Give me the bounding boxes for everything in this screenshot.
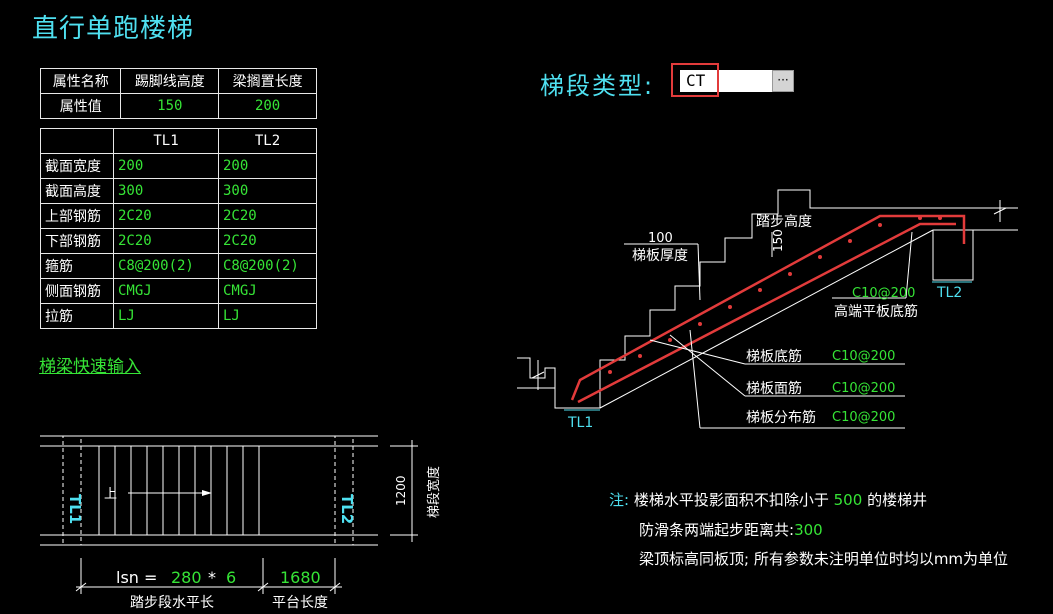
tl2-cell[interactable]: LJ (218, 303, 317, 329)
note-line-2-text: 防滑条两端起步距离共: (639, 521, 795, 539)
note-line-2-value[interactable]: 300 (794, 521, 823, 539)
page-title: 直行单跑楼梯 (32, 14, 195, 44)
lsn-step-value: 280 (171, 568, 202, 587)
slab-bottom-rebar (570, 214, 966, 401)
face-bar-label: 梯板面筋 (746, 380, 802, 397)
lsn-times: * (208, 568, 216, 587)
lsn-count: 6 (226, 568, 236, 587)
attribute-table: 属性名称 踢脚线高度 梁搁置长度 属性值 150 200 (39, 68, 317, 119)
step-height-label: 踏步高度 (756, 213, 812, 230)
plan-tl2-label: TL2 (338, 494, 356, 524)
plan-width-value: 1200 (394, 475, 408, 506)
note-line-1-value[interactable]: 500 (833, 491, 863, 509)
slab-thickness-value: 100 (648, 231, 673, 246)
beam-length-value[interactable]: 200 (218, 93, 317, 119)
beam-header-tl2: TL2 (218, 128, 317, 154)
beam-row-label: 箍筋 (40, 253, 114, 279)
tl1-cell[interactable]: 2C20 (113, 228, 219, 254)
beam-table: TL1 TL2 截面宽度 200 200 截面高度 300 300 上部钢筋 2… (40, 128, 317, 329)
note-line-3: 梁顶标高同板顶; 所有参数未注明单位时均以mm为单位 (639, 550, 1009, 568)
slab-thickness-label: 梯板厚度 (632, 248, 688, 264)
tl1-cell[interactable]: 300 (113, 178, 219, 204)
tl2-cell[interactable]: C8@200(2) (218, 253, 317, 279)
tl2-cell[interactable]: 2C20 (218, 228, 317, 254)
platform-length-label: 平台长度 (272, 595, 328, 611)
dist-bar-label: 梯板分布筋 (746, 409, 816, 426)
note-prefix: 注: (609, 491, 630, 509)
beam-header-tl1: TL1 (113, 128, 219, 154)
section-tl2-label: TL2 (936, 285, 962, 301)
tl1-cell[interactable]: LJ (113, 303, 219, 329)
note-line-2: 防滑条两端起步距离共:300 (639, 519, 823, 540)
plan-width-label: 梯段宽度 (426, 466, 442, 518)
segment-type-input[interactable]: CT (680, 70, 772, 92)
tl1-cell[interactable]: CMGJ (113, 278, 219, 304)
plan-tl1-label: TL1 (66, 494, 84, 524)
attr-header-beam-length: 梁搁置长度 (218, 68, 317, 94)
step-height-value: 150 (771, 229, 785, 252)
plan-up-label: 上 (104, 487, 117, 502)
tl2-cell[interactable]: 300 (218, 178, 317, 204)
note-line-1: 注: 楼梯水平投影面积不扣除小于 500 的楼梯井 (609, 489, 927, 510)
slab-top-rebar (577, 222, 956, 404)
segment-type-highlight (671, 63, 719, 97)
note-line-1-text-b: 的楼梯井 (867, 491, 928, 509)
top-bottom-bar-label: 高端平板底筋 (834, 303, 918, 320)
segment-type-more-button[interactable]: ··· (772, 70, 794, 92)
bottom-bar-value: C10@200 (832, 349, 895, 364)
bottom-bar-label: 梯板底筋 (746, 348, 802, 365)
attr-header-kick-height: 踢脚线高度 (120, 68, 220, 94)
dist-bar-value: C10@200 (832, 410, 895, 425)
top-bottom-bar-value: C10@200 (852, 286, 915, 301)
beam-quick-input-link[interactable]: 梯梁快速输入 (39, 357, 141, 377)
beam-row-label: 拉筋 (40, 303, 114, 329)
stair-steps-outline (517, 189, 1018, 409)
segment-type-label: 梯段类型: (540, 72, 655, 100)
tl1-cell[interactable]: 200 (113, 153, 219, 179)
face-bar-value: C10@200 (832, 381, 895, 396)
beam-row-label: 截面高度 (40, 178, 114, 204)
attr-header-name: 属性名称 (39, 68, 122, 94)
beam-row-label: 下部钢筋 (40, 228, 114, 254)
horizontal-length-label: 踏步段水平长 (130, 595, 214, 611)
attr-row-label: 属性值 (39, 93, 122, 119)
lsn-prefix: lsn = (116, 568, 157, 587)
platform-length-value: 1680 (280, 568, 321, 587)
section-tl1-label: TL1 (567, 415, 593, 431)
kick-height-value[interactable]: 150 (120, 93, 220, 119)
note-line-1-text-a: 楼梯水平投影面积不扣除小于 (633, 491, 829, 509)
